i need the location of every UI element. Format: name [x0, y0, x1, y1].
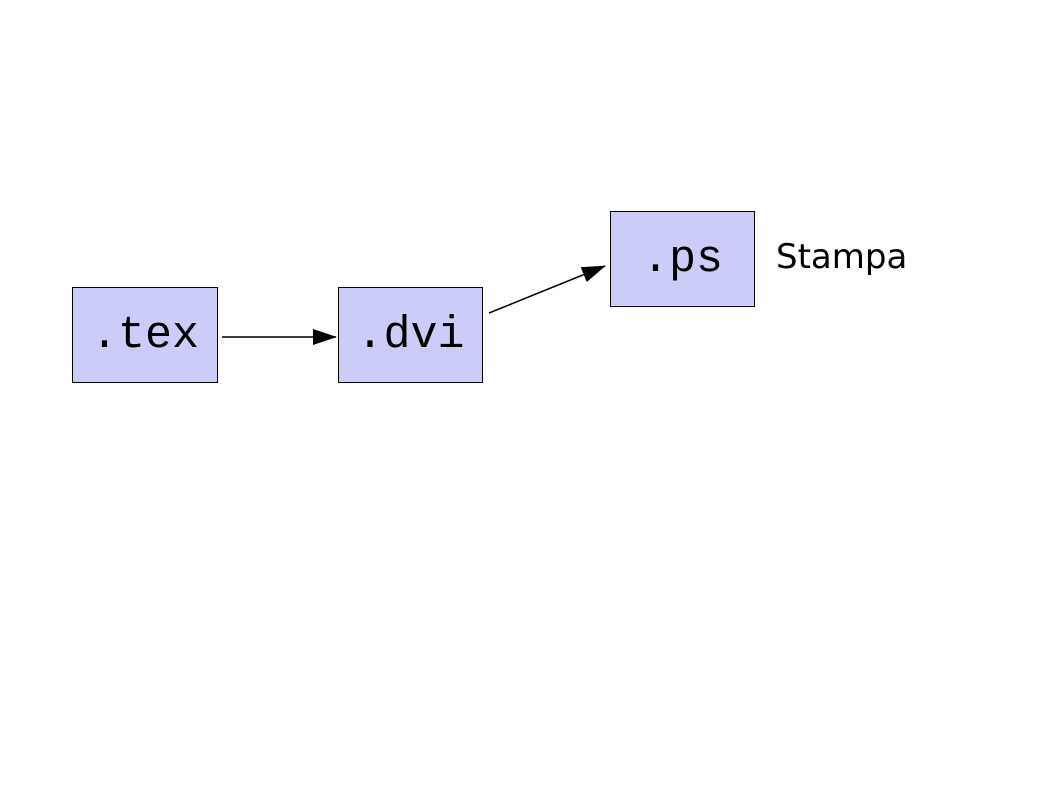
node-dvi: .dvi [338, 287, 483, 383]
node-tex-label: .tex [90, 309, 200, 361]
arrow-dvi-to-ps [488, 265, 606, 314]
node-tex: .tex [72, 287, 218, 383]
node-ps-label: .ps [641, 233, 723, 285]
node-dvi-label: .dvi [356, 309, 465, 361]
stampa-annotation: Stampa [776, 237, 908, 277]
node-ps: .ps [610, 211, 755, 307]
